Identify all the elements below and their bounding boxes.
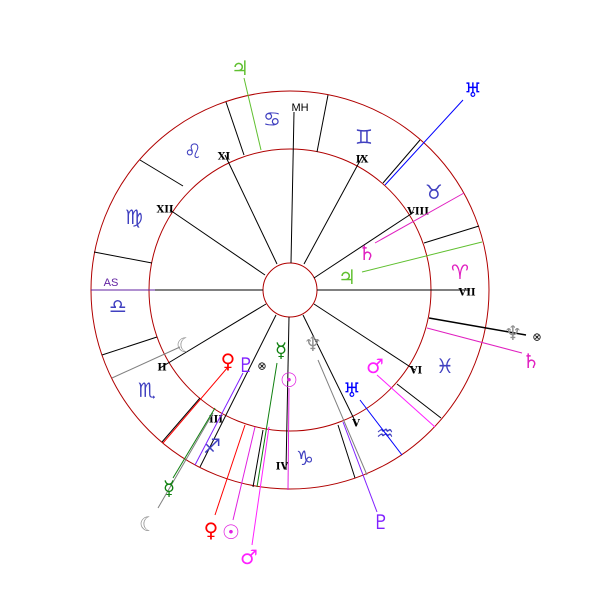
aries-icon: ♈ [451, 260, 469, 284]
transit-jupiter-icon: ♃ [231, 56, 249, 80]
house-label-9: IX [356, 155, 369, 166]
mars-icon: ♂ [366, 354, 384, 378]
transit-uranus-icon: ♅ [464, 78, 482, 102]
house-label-6: VI [409, 366, 423, 377]
sagittarius-icon: ♐ [203, 434, 221, 458]
ascendant-label: AS [104, 277, 119, 289]
transit-venus-icon: ♀ [204, 518, 219, 542]
scorpio-icon: ♏ [138, 378, 156, 402]
house-label-3: III [209, 415, 223, 426]
pluto-icon: ♇ [237, 353, 255, 377]
transit-sun-icon: ☉ [222, 520, 240, 544]
saturn-icon: ♄ [358, 241, 376, 265]
libra-icon: ♎ [109, 294, 127, 318]
transit-saturn-icon: ♄ [522, 349, 540, 373]
transit-neptune-icon: ♆ [504, 321, 522, 345]
zodiac-signs: ♋ ♊ ♉ ♈ ♓ ♒ ♑ ♐ ♏ ♎ ♍ ♌ [109, 107, 469, 470]
transit-mars-icon: ♂ [240, 545, 258, 569]
taurus-icon: ♉ [425, 180, 443, 204]
sun-icon: ☉ [280, 368, 298, 392]
gemini-icon: ♊ [355, 125, 373, 149]
neptune-icon: ♆ [304, 332, 322, 356]
house-label-4: IV [276, 462, 289, 473]
leo-icon: ♌ [184, 139, 202, 163]
house-label-11: XI [218, 152, 231, 163]
virgo-icon: ♍ [125, 205, 143, 229]
house-label-5: V [351, 419, 360, 430]
pisces-icon: ♓ [436, 354, 454, 378]
transit-moon-icon: ☾ [139, 512, 157, 536]
midheaven-label: MH [291, 102, 308, 114]
inner-planets: ♄ ♃ ☾ ♀ ♇ ⊗ ☿ ☉ ♆ ♂ ♅ [176, 241, 384, 402]
uranus-icon: ♅ [343, 378, 361, 402]
moon-icon: ☾ [176, 333, 194, 357]
house-label-2: II [157, 363, 167, 374]
transit-mercury-icon: ☿ [163, 476, 175, 500]
planet-lines [111, 77, 523, 546]
house-label-7: VII [457, 288, 475, 299]
center-circle [262, 262, 318, 318]
house-label-12: XII [156, 205, 173, 216]
transit-pluto-icon: ♇ [372, 510, 390, 534]
sign-boundaries [93, 94, 527, 488]
house-cusps [91, 111, 470, 471]
node-icon: ⊗ [257, 360, 266, 373]
capricorn-icon: ♑ [296, 446, 314, 470]
transit-node-icon: ⊗ [532, 331, 541, 344]
outer-planets: ♃ ♅ ♆ ⊗ ♄ ☾ ☿ ♀ ☉ ♂ ♇ [139, 56, 542, 569]
mercury-icon: ☿ [275, 338, 287, 362]
jupiter-icon: ♃ [338, 265, 356, 289]
venus-icon: ♀ [221, 349, 236, 373]
cancer-icon: ♋ [263, 107, 281, 131]
house-label-8: VIII [406, 207, 429, 218]
